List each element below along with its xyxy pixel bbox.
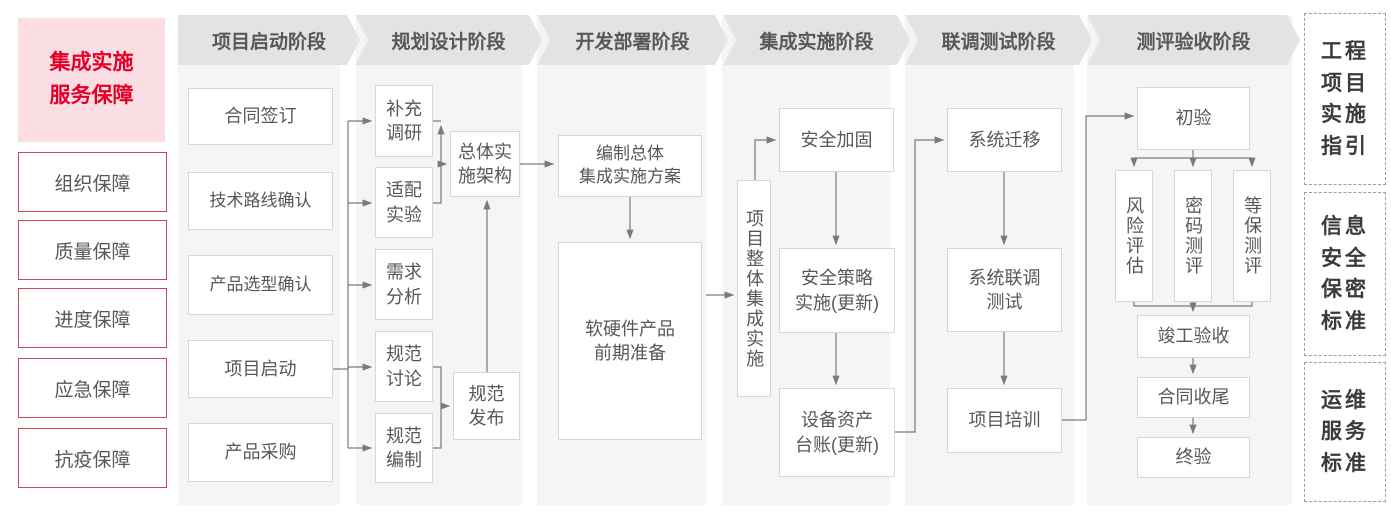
flow-box-project-kickoff: 项目启动 [188, 340, 333, 398]
standard-box-engineering-implementation-guide: 工程项目实施指引 [1304, 13, 1386, 185]
flow-box-hw-sw-preparation: 软硬件产品 前期准备 [558, 242, 702, 440]
flow-box-system-migration: 系统迁移 [947, 108, 1062, 172]
flow-box-final-acceptance: 终验 [1137, 437, 1250, 478]
flow-box-crypto-evaluation: 密码测评 [1174, 170, 1212, 302]
flow-box-product-selection-confirm: 产品选型确认 [188, 255, 333, 315]
flow-box-preliminary-acceptance: 初验 [1137, 87, 1250, 150]
standard-box-info-security-confidentiality: 信息安全保密标准 [1304, 192, 1386, 356]
sidebar-item-quality-guarantee: 质量保障 [18, 220, 167, 280]
flow-box-spec-discussion: 规范 讨论 [375, 331, 433, 402]
phase-header-integration: 集成实施阶段 [723, 15, 910, 65]
flow-box-risk-assessment: 风险评估 [1115, 170, 1153, 302]
phase-header-planning-design: 规划设计阶段 [355, 15, 542, 65]
flow-box-mlps-evaluation: 等保测评 [1233, 170, 1271, 302]
sidebar-item-schedule-guarantee: 进度保障 [18, 288, 167, 348]
flow-box-project-training: 项目培训 [947, 388, 1062, 453]
flow-box-completion-acceptance: 竣工验收 [1137, 315, 1250, 358]
phase-header-dev-deploy: 开发部署阶段 [537, 15, 728, 65]
flow-box-spec-release: 规范 发布 [453, 372, 520, 440]
flow-box-supplementary-research: 补充 调研 [375, 85, 433, 157]
standard-label: 信息安全保密标准 [1321, 215, 1369, 333]
flow-box-overall-integration-plan: 编制总体 集成实施方案 [558, 135, 702, 197]
flow-box-system-joint-test: 系统联调 测试 [947, 248, 1062, 332]
flow-box-spec-drafting: 规范 编制 [375, 413, 433, 483]
flow-box-contract-closure: 合同收尾 [1137, 377, 1250, 418]
flow-box-overall-integration-implementation: 项目整体集成实施 [737, 180, 771, 397]
phase-header-evaluation-acceptance: 测评验收阶段 [1087, 15, 1300, 65]
flow-box-tech-route-confirm: 技术路线确认 [188, 172, 333, 230]
standard-label: 工程项目实施指引 [1321, 40, 1369, 158]
sidebar-item-emergency-guarantee: 应急保障 [18, 358, 167, 418]
flow-box-product-procurement: 产品采购 [188, 423, 333, 482]
flow-box-overall-implementation-architecture: 总体实 施架构 [450, 131, 520, 197]
flow-box-security-hardening: 安全加固 [779, 108, 894, 172]
standard-box-om-service-standard: 运维服务标准 [1304, 362, 1386, 502]
sidebar-item-epidemic-guarantee: 抗疫保障 [18, 428, 167, 488]
flow-box-contract-signing: 合同签订 [188, 88, 333, 145]
phase-header-project-kickoff: 项目启动阶段 [178, 15, 360, 65]
sidebar-title-integration-service-guarantee: 集成实施 服务保障 [18, 18, 165, 142]
flow-box-requirement-analysis: 需求 分析 [375, 249, 433, 320]
flow-box-adaptation-test: 适配 实验 [375, 167, 433, 238]
sidebar-item-organization-guarantee: 组织保障 [18, 152, 167, 212]
flow-box-security-policy-implementation: 安全策略 实施(更新) [779, 248, 895, 333]
standard-label: 运维服务标准 [1321, 388, 1369, 475]
phase-header-joint-test: 联调测试阶段 [905, 15, 1092, 65]
flow-box-asset-ledger-update: 设备资产 台账(更新) [779, 388, 895, 477]
